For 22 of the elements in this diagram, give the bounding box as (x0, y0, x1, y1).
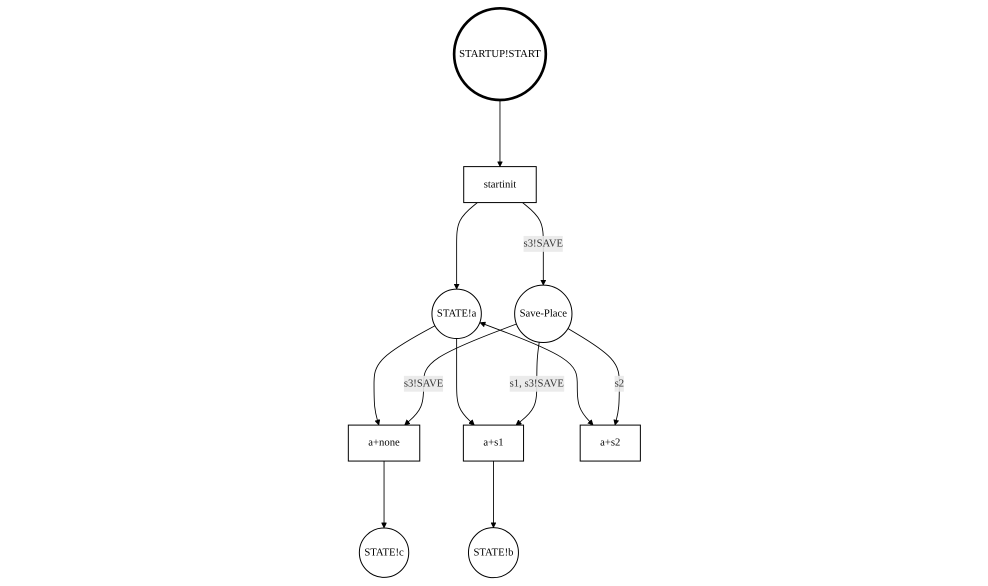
node-circle (468, 527, 519, 578)
arrow (490, 460, 496, 528)
arrow (404, 324, 517, 426)
arrow (567, 328, 620, 426)
arrow (456, 338, 474, 426)
arrow (453, 202, 478, 290)
edge-label: s3!SAVE (523, 238, 563, 250)
edge-label: s3!SAVE (403, 378, 443, 390)
petri-net-diagram: s3!SAVE s3!SAVE s1, s3!SAVE s2 STARTUP!START startinit STATE!a Save-Place a+none a+s1 a+s2 STATE!c STATE!b (342, 3, 646, 583)
arrow (380, 460, 387, 528)
node-circle (452, 7, 547, 102)
node-box (579, 424, 641, 462)
node-box (347, 424, 420, 462)
arrow (373, 325, 436, 426)
node-circle (431, 288, 482, 340)
arrow (496, 100, 503, 167)
node-circle (514, 284, 572, 343)
node-box (462, 166, 536, 204)
node-box (462, 424, 524, 462)
edge-label: s2 (614, 378, 624, 390)
node-circle (358, 527, 409, 578)
edge-label: s1, s3!SAVE (509, 378, 564, 390)
